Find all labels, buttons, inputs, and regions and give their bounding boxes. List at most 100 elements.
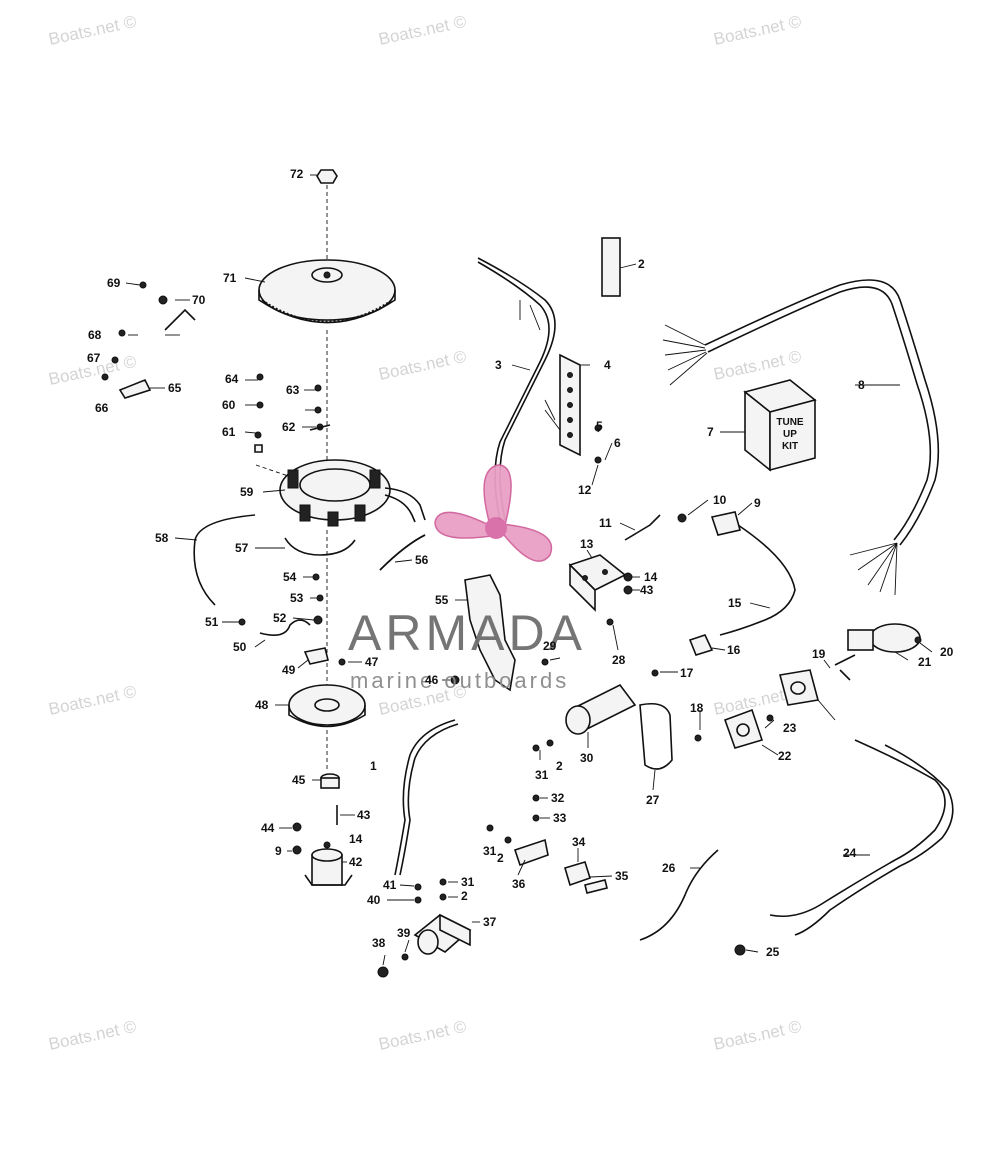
callout-label: 42	[349, 855, 363, 869]
stator-lead-wire	[284, 537, 356, 556]
watermark-text: Boats.net ©	[377, 1017, 469, 1054]
callout-label: 15	[728, 596, 742, 610]
fasteners	[101, 281, 922, 961]
callout-label: 25	[766, 945, 780, 959]
callout-label: 29	[543, 639, 557, 653]
callout-label: 54	[283, 570, 297, 584]
block	[564, 861, 591, 887]
wire-sleeve-outline	[379, 534, 426, 571]
wire-harness	[477, 257, 556, 521]
starter-solenoid	[413, 913, 472, 955]
callout-label: 28	[612, 653, 626, 667]
callout-label: 10	[713, 493, 727, 507]
solenoid	[304, 841, 353, 886]
propeller-blade	[483, 464, 512, 526]
callout-label: 9	[754, 496, 761, 510]
retainer	[309, 424, 331, 431]
callout-label: 22	[778, 749, 792, 763]
callout-label: 18	[690, 701, 704, 715]
callout-label: 5	[596, 419, 603, 433]
callout-label: 68	[88, 328, 102, 342]
bracket	[513, 838, 549, 867]
callout-label: 61	[222, 425, 236, 439]
throttle-link	[164, 308, 196, 331]
callout-label: 56	[415, 553, 429, 567]
callout-label: 38	[372, 936, 386, 950]
watermark-text: Boats.net ©	[47, 682, 139, 719]
callout-label: 19	[812, 647, 826, 661]
callout-label: 41	[383, 878, 397, 892]
callout-label: 24	[843, 846, 857, 860]
callout-label: 32	[551, 791, 565, 805]
callout-label: 1	[370, 759, 377, 773]
flywheel-nut	[316, 169, 338, 184]
mounting-bracket	[464, 574, 516, 692]
logo-wordmark: ARMADA	[348, 605, 586, 661]
callout-label: 12	[578, 483, 592, 497]
wire-harness	[477, 261, 550, 521]
watermark-text: Boats.net ©	[712, 347, 804, 384]
extension-harness	[707, 286, 932, 541]
propeller-blade	[434, 511, 500, 539]
coil-clamp	[639, 702, 673, 770]
ignition-coil	[565, 683, 637, 735]
flywheel	[258, 259, 396, 324]
harness-connector-wires	[849, 542, 898, 596]
callout-label: 49	[282, 663, 296, 677]
callout-label: 14	[644, 570, 658, 584]
trigger-lead	[259, 619, 311, 636]
cam-follower	[118, 378, 152, 399]
callout-label: 14	[349, 832, 363, 846]
watermark-text: Boats.net ©	[712, 12, 804, 49]
callout-label: 9	[275, 844, 282, 858]
decal	[601, 237, 621, 297]
callout-label: 17	[680, 666, 694, 680]
callout-label: 20	[940, 645, 954, 659]
callout-label: 72	[290, 167, 304, 181]
watermark-text: Boats.net ©	[47, 12, 139, 49]
callout-label: 60	[222, 398, 236, 412]
callout-label: 37	[483, 915, 497, 929]
switch-plate-hole	[736, 723, 750, 737]
terminal-boot	[688, 634, 714, 656]
callout-label: 67	[87, 351, 101, 365]
callout-label: 23	[783, 721, 797, 735]
callout-leaders	[125, 174, 933, 966]
ignition-switch	[834, 623, 921, 681]
callout-label: 26	[662, 861, 676, 875]
callout-label: 2	[556, 759, 563, 773]
callout-label: 53	[290, 591, 304, 605]
callout-label: 43	[357, 808, 371, 822]
callout-label: 8	[858, 378, 865, 392]
nut	[377, 966, 389, 978]
callout-label: 34	[572, 835, 586, 849]
callout-label: 51	[205, 615, 219, 629]
tune-up-kit-box: TUNE UP KIT	[743, 379, 817, 472]
washer	[292, 845, 302, 855]
callout-label: 7	[707, 425, 714, 439]
callout-label: 31	[461, 875, 475, 889]
switch-plate-hole	[790, 681, 806, 695]
pad	[584, 879, 608, 894]
ignition-module	[568, 554, 627, 612]
callout-label: 30	[580, 751, 594, 765]
spark-plug-lead	[719, 524, 796, 636]
callout-label: 65	[168, 381, 182, 395]
callout-label: 52	[273, 611, 287, 625]
watermark-text: Boats.net ©	[377, 12, 469, 49]
callout-label: 2	[497, 851, 504, 865]
spark-plug-boot	[710, 511, 741, 536]
timer-base	[288, 684, 366, 728]
spring-terminal	[624, 514, 661, 541]
clip	[254, 444, 263, 453]
wire-harness-lower	[399, 723, 459, 876]
stator	[279, 459, 426, 527]
kit-label-line: UP	[783, 429, 797, 440]
callout-label: 50	[233, 640, 247, 654]
screw	[292, 822, 302, 832]
callout-label: 13	[580, 537, 594, 551]
callout-label: 70	[192, 293, 206, 307]
cable-nut	[734, 944, 746, 956]
